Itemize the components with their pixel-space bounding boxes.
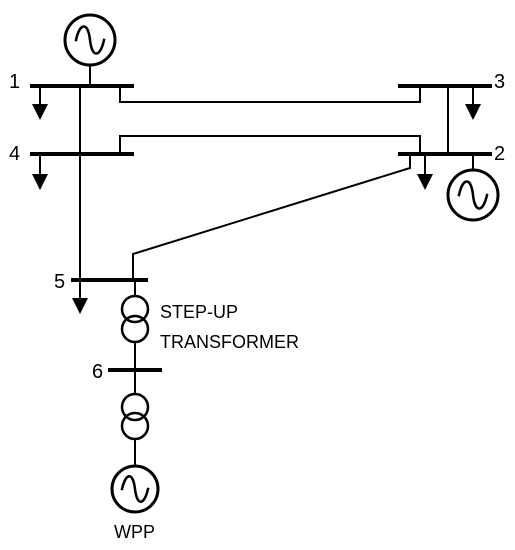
bus-4-label: 4 bbox=[9, 143, 20, 165]
generator-2-icon bbox=[446, 153, 500, 222]
bus-1-label: 1 bbox=[9, 71, 20, 93]
generator-1-icon bbox=[63, 13, 117, 87]
step-up-label-line2: TRANSFORMER bbox=[160, 332, 299, 352]
transformer-2-icon bbox=[120, 369, 150, 467]
bus-6-label: 6 bbox=[92, 361, 103, 383]
step-up-label-line1: STEP-UP bbox=[160, 302, 238, 322]
bus-3-label: 3 bbox=[494, 71, 505, 93]
wpp-label: WPP bbox=[114, 522, 155, 542]
wpp-generator-icon bbox=[110, 464, 160, 514]
line-2-5 bbox=[132, 153, 411, 281]
bus-5-label: 5 bbox=[54, 271, 65, 293]
line-1-3 bbox=[119, 85, 421, 103]
step-up-transformer-icon bbox=[120, 279, 150, 371]
bus-2-label: 2 bbox=[494, 143, 505, 165]
line-4-2 bbox=[119, 135, 421, 155]
